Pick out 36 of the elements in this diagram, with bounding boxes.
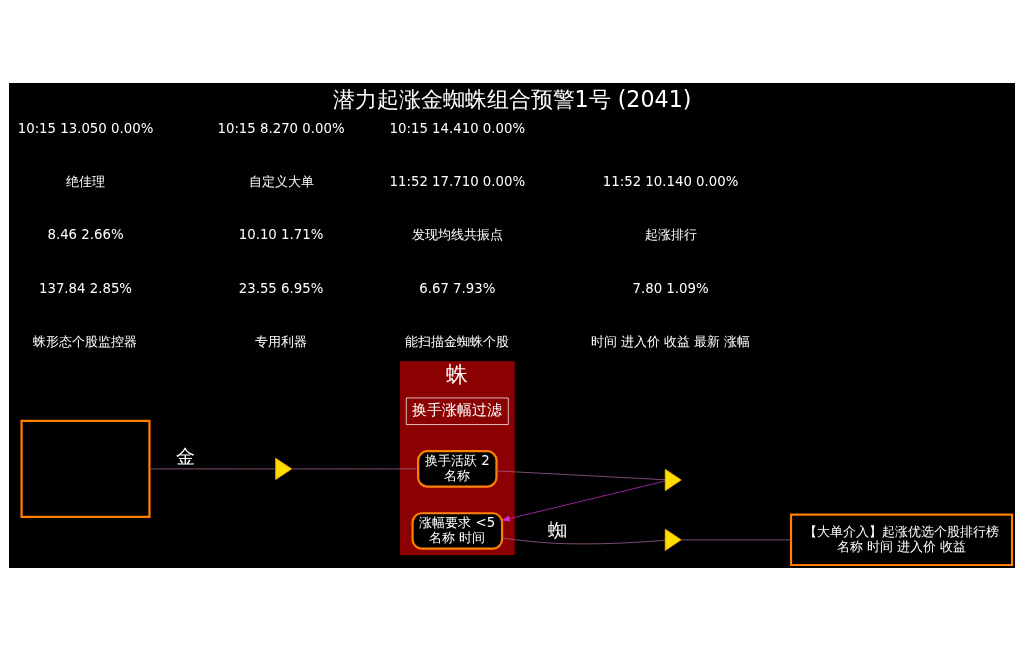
arrow (501, 480, 665, 522)
edge-label: 蜘 (547, 518, 567, 542)
label: 10.10 1.71% (238, 227, 323, 243)
label: 8.46 2.66% (46, 227, 124, 243)
connector (291, 468, 418, 470)
diagram-title: 潜力起涨金蜘蛛组合预警1号 (2041) (332, 85, 691, 112)
label: 10:15 13.050 0.00% (17, 120, 153, 136)
label: 蛛形态个股监控器 (33, 333, 137, 349)
node-box: 换手涨幅过滤 (405, 397, 509, 425)
connector (680, 539, 791, 541)
label: 7.80 1.09% (632, 280, 709, 296)
node-triangle (664, 528, 682, 551)
node-box: 换手活跃 2 名称 (416, 450, 498, 488)
label: 11:52 17.710 0.00% (389, 174, 525, 190)
label: 10:15 14.410 0.00% (389, 120, 525, 136)
label: 11:52 10.140 0.00% (602, 174, 738, 190)
connector (501, 537, 665, 545)
connector (495, 470, 666, 481)
node-triangle (274, 457, 292, 480)
label: 时间 进入价 收益 最新 涨幅 (590, 333, 751, 349)
label: 10:15 8.270 0.00% (216, 120, 345, 136)
label: 专用利器 (254, 333, 307, 349)
label: 6.67 7.93% (418, 280, 495, 296)
label: 137.84 2.85% (38, 280, 132, 296)
label: 起涨排行 (644, 227, 697, 243)
edge-label: 金 (175, 444, 195, 468)
label: 发现均线共振点 (411, 227, 503, 243)
node-box: 【大单介入】起涨优选个股排行榜 名称 时间 进入价 收益 (789, 513, 1013, 567)
node-box: 涨幅要求 <5 名称 时间 (410, 512, 503, 550)
node-box (19, 419, 151, 519)
connector (148, 468, 276, 470)
label: 能扫描金蜘蛛个股 (404, 333, 509, 349)
label: 23.55 6.95% (238, 280, 323, 296)
label: 自定义大单 (248, 174, 314, 190)
label: 绝佳理 (65, 174, 105, 190)
node-triangle (664, 468, 682, 492)
